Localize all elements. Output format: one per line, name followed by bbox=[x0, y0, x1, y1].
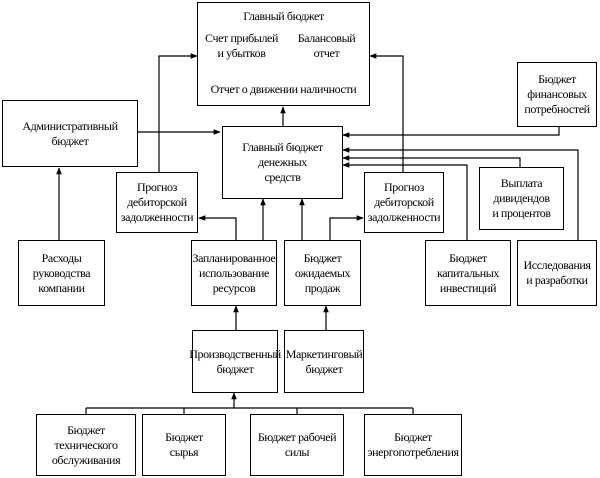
capital-investment-budget-box: Бюджет капитальных инвестиций bbox=[425, 240, 511, 306]
planned-resources-box: Запланированное использование ресурсов bbox=[191, 240, 277, 306]
cash-budget-box: Главный бюджет денежных средств bbox=[222, 126, 343, 199]
cash-flow-statement-label: Отчет о движении наличности bbox=[210, 82, 357, 96]
materials-budget-box: Бюджет сырья bbox=[142, 414, 226, 476]
maintenance-budget-box: Бюджет технического обслуживания bbox=[36, 414, 136, 476]
expected-sales-budget-box: Бюджет ожидаемых продаж bbox=[284, 240, 361, 306]
master-budget-box bbox=[197, 2, 370, 106]
receivables-forecast-left-box: Прогноз дебиторской задолженности bbox=[116, 172, 198, 233]
balance-sheet-label: Балансовый отчет bbox=[297, 31, 356, 60]
dividends-interest-box: Выплата дивидендов и процентов bbox=[479, 167, 564, 230]
financing-needs-budget-box: Бюджет финансовых потребностей bbox=[517, 62, 597, 127]
energy-budget-box: Бюджет энергопотребления bbox=[364, 414, 462, 476]
research-development-box: Исследования и разработки bbox=[517, 240, 597, 306]
management-expenses-box: Расходы руководства компании bbox=[18, 240, 105, 306]
receivables-forecast-right-box: Прогноз дебиторской задолженности bbox=[364, 172, 444, 233]
administrative-budget-box: Административный бюджет bbox=[2, 100, 138, 167]
production-budget-box: Производственный бюджет bbox=[189, 330, 281, 393]
income-statement-label: Счет прибылей и убытков bbox=[205, 31, 278, 60]
master-budget-title: Главный бюджет bbox=[243, 9, 324, 23]
marketing-budget-box: Маркетинговый бюджет bbox=[284, 330, 364, 393]
labor-budget-box: Бюджет рабочей силы bbox=[250, 414, 344, 476]
master-budget-frame bbox=[197, 2, 370, 106]
